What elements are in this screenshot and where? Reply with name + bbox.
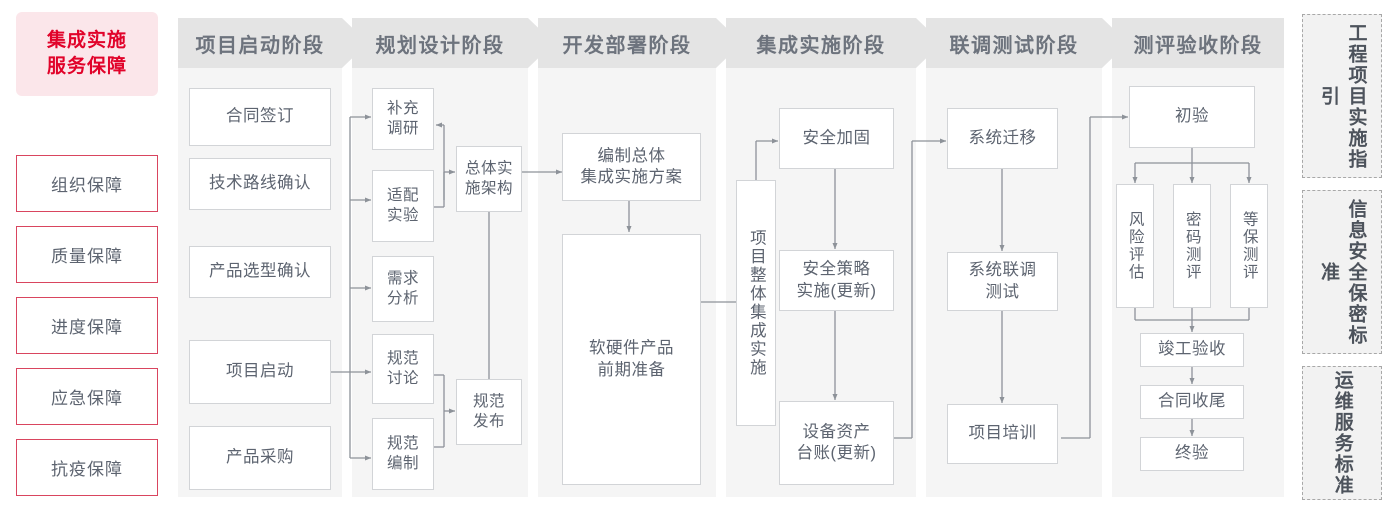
node-label-line2: 发布 [472, 413, 505, 430]
phase-header-startup[interactable]: 项目启动阶段 [178, 18, 368, 68]
node-completion-acceptance[interactable]: 竣工验收 [1140, 333, 1244, 367]
chevron-shape [1112, 18, 1284, 68]
node-label: 技术路线确认 [209, 174, 311, 193]
guarantee-title-line2: 服务保障 [46, 56, 127, 77]
node-label-line2: 分析 [386, 290, 419, 307]
chevron-shape [926, 18, 1128, 68]
node-label: 等保测评 [1240, 211, 1258, 281]
node-label: 风险评估 [1126, 211, 1144, 281]
node-label: 系统迁移 [968, 128, 1037, 147]
guarantee-item-organization[interactable]: 组织保障 [16, 155, 158, 212]
node-contract-closeout[interactable]: 合同收尾 [1140, 385, 1244, 419]
guarantee-item-label: 质量保障 [51, 247, 123, 266]
phase-header-acceptance[interactable]: 测评验收阶段 [1112, 18, 1284, 68]
node-label-line1: 需求 [386, 269, 419, 287]
node-label-line1: 补充 [386, 99, 419, 117]
node-label-line2: 前期准备 [597, 360, 666, 379]
node-label: 合同签订 [226, 107, 294, 126]
node-security-policy-update[interactable]: 安全策略 实施(更新) [779, 250, 894, 311]
node-label: 初验 [1175, 107, 1209, 126]
node-label-line1: 系统联调 [968, 261, 1037, 280]
guarantee-title: 集成实施 服务保障 [16, 12, 158, 96]
node-label: 合同收尾 [1158, 392, 1226, 411]
standard-engineering-guideline[interactable]: 工程项目实施指引 [1302, 14, 1382, 178]
guarantee-item-label: 抗疫保障 [51, 460, 123, 479]
node-final-acceptance[interactable]: 终验 [1140, 437, 1244, 471]
node-label: 产品选型确认 [209, 262, 311, 281]
node-contract-signing[interactable]: 合同签订 [189, 88, 331, 146]
node-label: 项目整体集成实施 [747, 229, 766, 377]
standard-label: 信息安全保密标准 [1318, 198, 1367, 346]
node-project-kickoff[interactable]: 项目启动 [189, 340, 331, 404]
node-label-line2: 测试 [985, 282, 1020, 301]
node-standard-release[interactable]: 规范 发布 [456, 379, 522, 445]
node-cryptography-evaluation[interactable]: 密码测评 [1173, 184, 1211, 308]
node-label-line1: 编制总体 [597, 146, 666, 165]
node-label-line2: 集成实施方案 [580, 168, 683, 186]
node-system-migration[interactable]: 系统迁移 [947, 108, 1058, 169]
node-label-line2: 调研 [386, 120, 419, 137]
guarantee-item-emergency[interactable]: 应急保障 [16, 368, 158, 425]
node-label-line1: 总体实 [464, 159, 513, 177]
node-label-line1: 软硬件产品 [589, 339, 674, 358]
guarantee-item-label: 应急保障 [51, 389, 123, 408]
guarantee-item-schedule[interactable]: 进度保障 [16, 297, 158, 354]
node-tech-route-confirm[interactable]: 技术路线确认 [189, 158, 331, 210]
chevron-shape [352, 18, 554, 68]
node-requirement-analysis[interactable]: 需求 分析 [372, 256, 434, 322]
node-adaptation-experiment[interactable]: 适配 实验 [372, 170, 434, 242]
node-label-line2: 实施(更新) [796, 281, 877, 300]
guarantee-item-quality[interactable]: 质量保障 [16, 226, 158, 283]
node-label-line2: 讨论 [386, 370, 419, 387]
standard-infosec-confidentiality[interactable]: 信息安全保密标准 [1302, 190, 1382, 354]
phase-header-test[interactable]: 联调测试阶段 [926, 18, 1128, 68]
node-system-joint-test[interactable]: 系统联调 测试 [947, 252, 1058, 311]
node-label-line1: 规范 [386, 434, 419, 452]
chevron-shape [726, 18, 942, 68]
node-project-training[interactable]: 项目培训 [947, 404, 1058, 464]
node-hw-sw-preparation[interactable]: 软硬件产品 前期准备 [562, 234, 701, 485]
node-label: 密码测评 [1183, 211, 1201, 281]
standard-label: 运维服务标准 [1331, 370, 1353, 496]
node-asset-ledger-update[interactable]: 设备资产 台账(更新) [779, 401, 894, 485]
node-label-line1: 安全策略 [802, 260, 871, 279]
node-risk-assessment[interactable]: 风险评估 [1116, 184, 1154, 308]
node-label-line1: 规范 [386, 349, 419, 367]
standard-om-service[interactable]: 运维服务标准 [1302, 366, 1382, 500]
standard-label: 工程项目实施指引 [1318, 22, 1367, 170]
node-label: 安全加固 [802, 128, 871, 147]
node-label-line2: 施架构 [464, 180, 513, 197]
node-label-line1: 规范 [472, 392, 505, 410]
node-overall-integration-plan[interactable]: 编制总体 集成实施方案 [562, 133, 701, 201]
node-security-hardening[interactable]: 安全加固 [779, 108, 894, 169]
node-preliminary-acceptance[interactable]: 初验 [1129, 86, 1255, 148]
node-supplementary-research[interactable]: 补充 调研 [372, 88, 434, 150]
node-product-selection-confirm[interactable]: 产品选型确认 [189, 246, 331, 298]
node-mlps-evaluation[interactable]: 等保测评 [1230, 184, 1268, 308]
node-label-line2: 编制 [386, 455, 419, 472]
chevron-shape [538, 18, 742, 68]
node-label: 项目启动 [226, 362, 294, 381]
chevron-shape [178, 18, 368, 68]
phase-header-integrate[interactable]: 集成实施阶段 [726, 18, 942, 68]
node-label-line1: 设备资产 [802, 422, 871, 441]
node-label-line1: 适配 [386, 186, 419, 204]
node-standard-discussion[interactable]: 规范 讨论 [372, 334, 434, 404]
node-label: 竣工验收 [1158, 340, 1226, 359]
node-product-procurement[interactable]: 产品采购 [189, 426, 331, 490]
node-label: 产品采购 [226, 448, 294, 467]
node-label: 项目培训 [968, 424, 1037, 443]
node-standard-drafting[interactable]: 规范 编制 [372, 418, 434, 490]
node-label: 终验 [1175, 444, 1209, 463]
guarantee-item-epidemic[interactable]: 抗疫保障 [16, 439, 158, 496]
node-label-line2: 台账(更新) [796, 444, 877, 462]
guarantee-item-label: 进度保障 [51, 318, 123, 337]
phase-header-develop[interactable]: 开发部署阶段 [538, 18, 742, 68]
phase-header-planning[interactable]: 规划设计阶段 [352, 18, 554, 68]
node-overall-project-integration[interactable]: 项目整体集成实施 [736, 180, 776, 426]
guarantee-item-label: 组织保障 [51, 176, 123, 195]
node-overall-implementation-architecture[interactable]: 总体实 施架构 [456, 146, 522, 212]
node-label-line2: 实验 [386, 207, 419, 224]
guarantee-title-line1: 集成实施 [46, 30, 127, 52]
